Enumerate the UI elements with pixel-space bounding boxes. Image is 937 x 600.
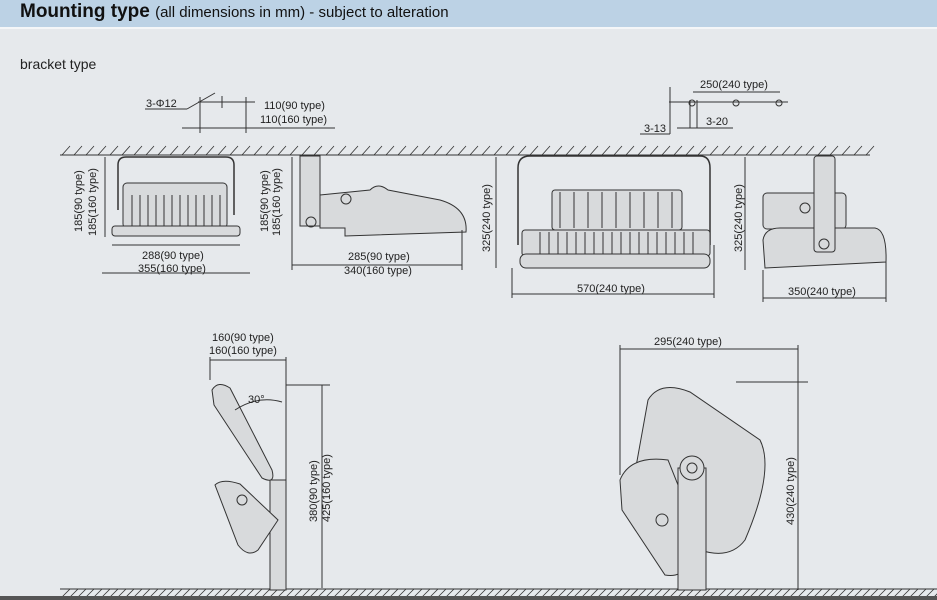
dim-250: 250(240 type) [700,79,768,91]
dim-holes-c: 3-20 [706,116,728,128]
dim-325b: 325(240 type) [733,184,745,252]
dim-110-90: 110(90 type) [264,100,325,112]
dim-340: 340(160 type) [344,265,412,277]
hole-pattern-a: 3-Φ12 110(90 type) 110(160 type) [145,92,335,133]
hole-pattern-b: 250(240 type) 3-13 3-20 [640,79,788,135]
dims-fixture-3: 325(240 type) 570(240 type) [481,157,715,298]
fixture-side-large [762,155,887,269]
dims-fixture-1: 185(90 type) 185(160 type) 288(90 type) … [73,157,250,275]
dim-185-90: 185(90 type) [73,170,85,232]
dim-380: 380(90 type) [308,460,320,522]
dim-325a: 325(240 type) [481,184,493,252]
dim-185-160b: 185(160 type) [271,168,283,236]
dim-350: 350(240 type) [788,286,856,298]
floor-hatch [60,588,937,598]
dims-fixture-4: 325(240 type) 350(240 type) [733,157,887,302]
section-label: bracket type [20,56,97,72]
dim-angle: 30° [248,394,265,406]
dims-fixture-2: 185(90 type) 185(160 type) 285(90 type) … [259,157,463,277]
fixture-side-small [299,155,467,237]
dim-160-90: 160(90 type) [212,332,274,344]
dim-355: 355(160 type) [138,263,206,275]
dim-430: 430(240 type) [785,457,797,525]
dim-285: 285(90 type) [348,251,410,263]
ceiling-hatch [60,145,875,156]
dim-185-160: 185(160 type) [87,168,99,236]
dim-185-90b: 185(90 type) [259,170,271,232]
fixture-tilted-large [619,387,766,591]
dims-fixture-6: 295(240 type) 430(240 type) [619,336,808,590]
dim-295: 295(240 type) [654,336,722,348]
dims-fixture-5: 160(90 type) 160(160 type) 30° 380(90 ty… [209,332,333,590]
dim-570: 570(240 type) [577,283,645,295]
title-subtitle: (all dimensions in mm) - subject to alte… [155,4,449,21]
fixture-tilted-small [211,384,287,591]
bottom-border [0,596,937,600]
dim-425: 425(160 type) [321,454,333,522]
page-title: Mounting type (all dimensions in mm) - s… [20,1,449,23]
dim-holes-b: 3-13 [644,123,666,135]
dim-holes-a: 3-Φ12 [146,98,177,110]
dim-160-160: 160(160 type) [209,345,277,357]
title-main: Mounting type [20,1,150,22]
fixture-front-large [517,155,711,269]
header-bar: Mounting type (all dimensions in mm) - s… [0,0,937,29]
fixture-front-small [111,156,241,237]
dim-110-160: 110(160 type) [260,114,327,126]
dim-288: 288(90 type) [142,250,204,262]
